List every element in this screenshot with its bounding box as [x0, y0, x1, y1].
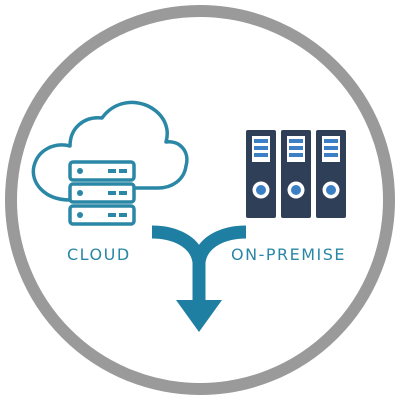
- server-rack-3: [316, 130, 346, 218]
- server-unit-1: [68, 160, 136, 182]
- merge-arrow-head: [176, 300, 222, 332]
- merge-arrow-stem: [151, 225, 247, 305]
- server-racks-icon: [246, 130, 346, 218]
- cloud-label: CLOUD: [67, 245, 131, 264]
- server-unit-3-led: [77, 212, 83, 218]
- cloud-server-stack: [68, 160, 136, 226]
- server-unit-2-slot-b: [119, 191, 127, 195]
- cloud-outline: [31, 100, 189, 202]
- server-rack-2: [281, 130, 311, 218]
- server-rack-1: [246, 130, 276, 218]
- cloud-server-icon: [31, 100, 189, 226]
- circle-frame: [5, 5, 395, 395]
- server-unit-1-slot-b: [119, 169, 127, 173]
- server-unit-2: [68, 182, 136, 204]
- server-unit-1-led: [77, 168, 83, 174]
- server-unit-3-slot-a: [108, 213, 116, 217]
- server-unit-3: [68, 204, 136, 226]
- server-unit-2-slot-a: [108, 191, 116, 195]
- server-unit-3-slot-b: [119, 213, 127, 217]
- on-premise-label: ON-PREMISE: [231, 245, 346, 264]
- server-unit-1-slot-a: [108, 169, 116, 173]
- server-unit-2-led: [77, 190, 83, 196]
- merge-arrow-icon: [151, 225, 247, 332]
